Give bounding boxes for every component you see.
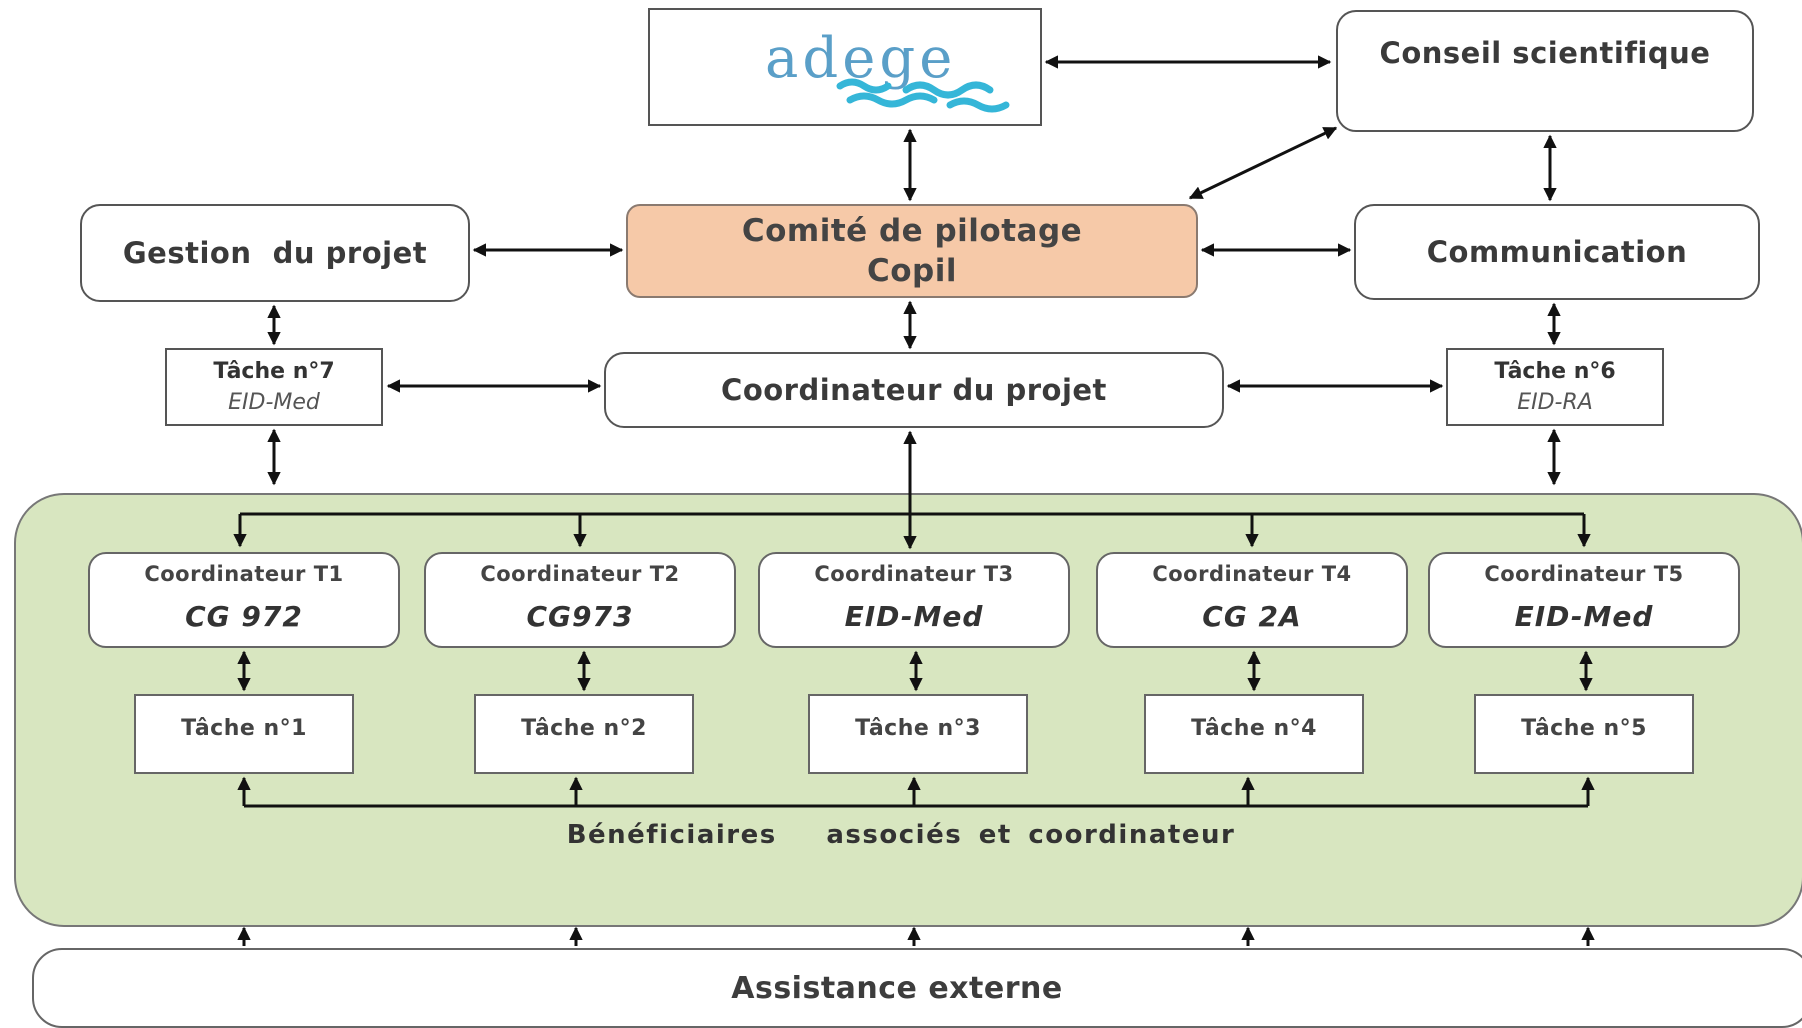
beneficiaires-label: Bénéficiaires associés et coordinateur (566, 820, 1236, 850)
task3-box: Tâche n°3 (808, 694, 1028, 774)
assistance-externe-label: Assistance externe (731, 970, 1063, 1006)
task6-label: Tâche n°6 (1494, 359, 1616, 384)
coordinateur-projet-label: Coordinateur du projet (721, 373, 1107, 407)
coordinator-org: CG973 (526, 600, 634, 633)
coordinator-t5-box: Coordinateur T5 EID-Med (1428, 552, 1740, 648)
task-label: Tâche n°3 (855, 716, 981, 741)
coordinator-org: EID-Med (1514, 600, 1654, 633)
task-label: Tâche n°2 (521, 716, 647, 741)
adege-logo: adege (648, 8, 1042, 126)
task6-box: Tâche n°6 EID-RA (1446, 348, 1664, 426)
coordinator-label: Coordinateur T2 (480, 562, 680, 586)
copil-line1: Comité de pilotage (741, 213, 1083, 249)
task2-box: Tâche n°2 (474, 694, 694, 774)
coordinator-label: Coordinateur T3 (814, 562, 1014, 586)
task-label: Tâche n°5 (1521, 716, 1647, 741)
coordinator-t4-box: Coordinateur T4 CG 2A (1096, 552, 1408, 648)
coordinator-org: CG 972 (185, 600, 303, 633)
gestion-projet-label: Gestion du projet (122, 236, 428, 270)
coordinator-label: Coordinateur T5 (1484, 562, 1684, 586)
logo-wave-icon (836, 78, 1010, 113)
task7-box: Tâche n°7 EID-Med (165, 348, 383, 426)
task-label: Tâche n°4 (1191, 716, 1317, 741)
task6-org: EID-RA (1517, 390, 1593, 415)
coordinateur-projet-box: Coordinateur du projet (604, 352, 1224, 428)
coordinator-org: CG 2A (1202, 600, 1302, 633)
coordinator-label: Coordinateur T4 (1152, 562, 1352, 586)
conseil-scientifique-label: Conseil scientifique (1379, 36, 1711, 70)
task4-box: Tâche n°4 (1144, 694, 1364, 774)
coordinator-t1-box: Coordinateur T1 CG 972 (88, 552, 400, 648)
assistance-externe-box: Assistance externe (32, 948, 1802, 1028)
task7-label: Tâche n°7 (213, 359, 335, 384)
coordinator-t2-box: Coordinateur T2 CG973 (424, 552, 736, 648)
task5-box: Tâche n°5 (1474, 694, 1694, 774)
conseil-scientifique-box: Conseil scientifique (1336, 10, 1754, 132)
coordinator-label: Coordinateur T1 (144, 562, 344, 586)
coordinator-t3-box: Coordinateur T3 EID-Med (758, 552, 1070, 648)
copil-box: Comité de pilotage Copil (626, 204, 1198, 298)
coordinator-org: EID-Med (844, 600, 984, 633)
task-label: Tâche n°1 (181, 716, 307, 741)
communication-box: Communication (1354, 204, 1760, 300)
arrow-conseil-copil (1188, 126, 1338, 200)
copil-line2: Copil (867, 253, 957, 289)
communication-label: Communication (1426, 235, 1688, 269)
task1-box: Tâche n°1 (134, 694, 354, 774)
task7-org: EID-Med (228, 390, 320, 415)
gestion-projet-box: Gestion du projet (80, 204, 470, 302)
